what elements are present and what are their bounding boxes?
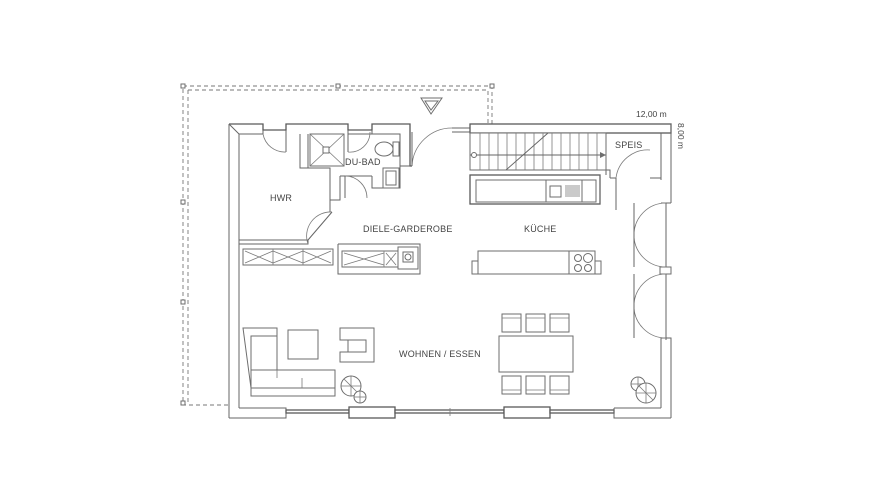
dimension-depth: 8,00 m [676, 123, 686, 149]
plant-right [630, 376, 657, 404]
coffee-table [287, 329, 319, 360]
garderobe-cabinets [341, 246, 419, 270]
dining-chairs [501, 313, 570, 395]
kitchen-counter [475, 179, 597, 203]
toilet [374, 141, 400, 157]
terrace-outline [180, 83, 495, 406]
washbasin [382, 167, 400, 189]
room-label-hwr: HWR [270, 193, 292, 203]
room-label-kueche: KÜCHE [524, 224, 557, 234]
dining-table [498, 335, 574, 373]
staircase [469, 132, 607, 171]
plant [340, 375, 367, 404]
doors [262, 127, 667, 339]
room-label-du-bad: DU-BAD [345, 157, 381, 167]
room-label-speis: SPEIS [615, 140, 643, 150]
hwr-cabinets [242, 248, 334, 266]
entrance-triangle-icon [420, 97, 443, 115]
dimension-width: 12,00 m [636, 109, 667, 119]
sofa [242, 327, 336, 397]
room-label-diele: DIELE-GARDEROBE [363, 224, 453, 234]
room-label-wohnen: WOHNEN / ESSEN [399, 349, 481, 359]
kitchen-island [471, 250, 602, 275]
armchair [339, 327, 375, 363]
shower [309, 133, 345, 167]
